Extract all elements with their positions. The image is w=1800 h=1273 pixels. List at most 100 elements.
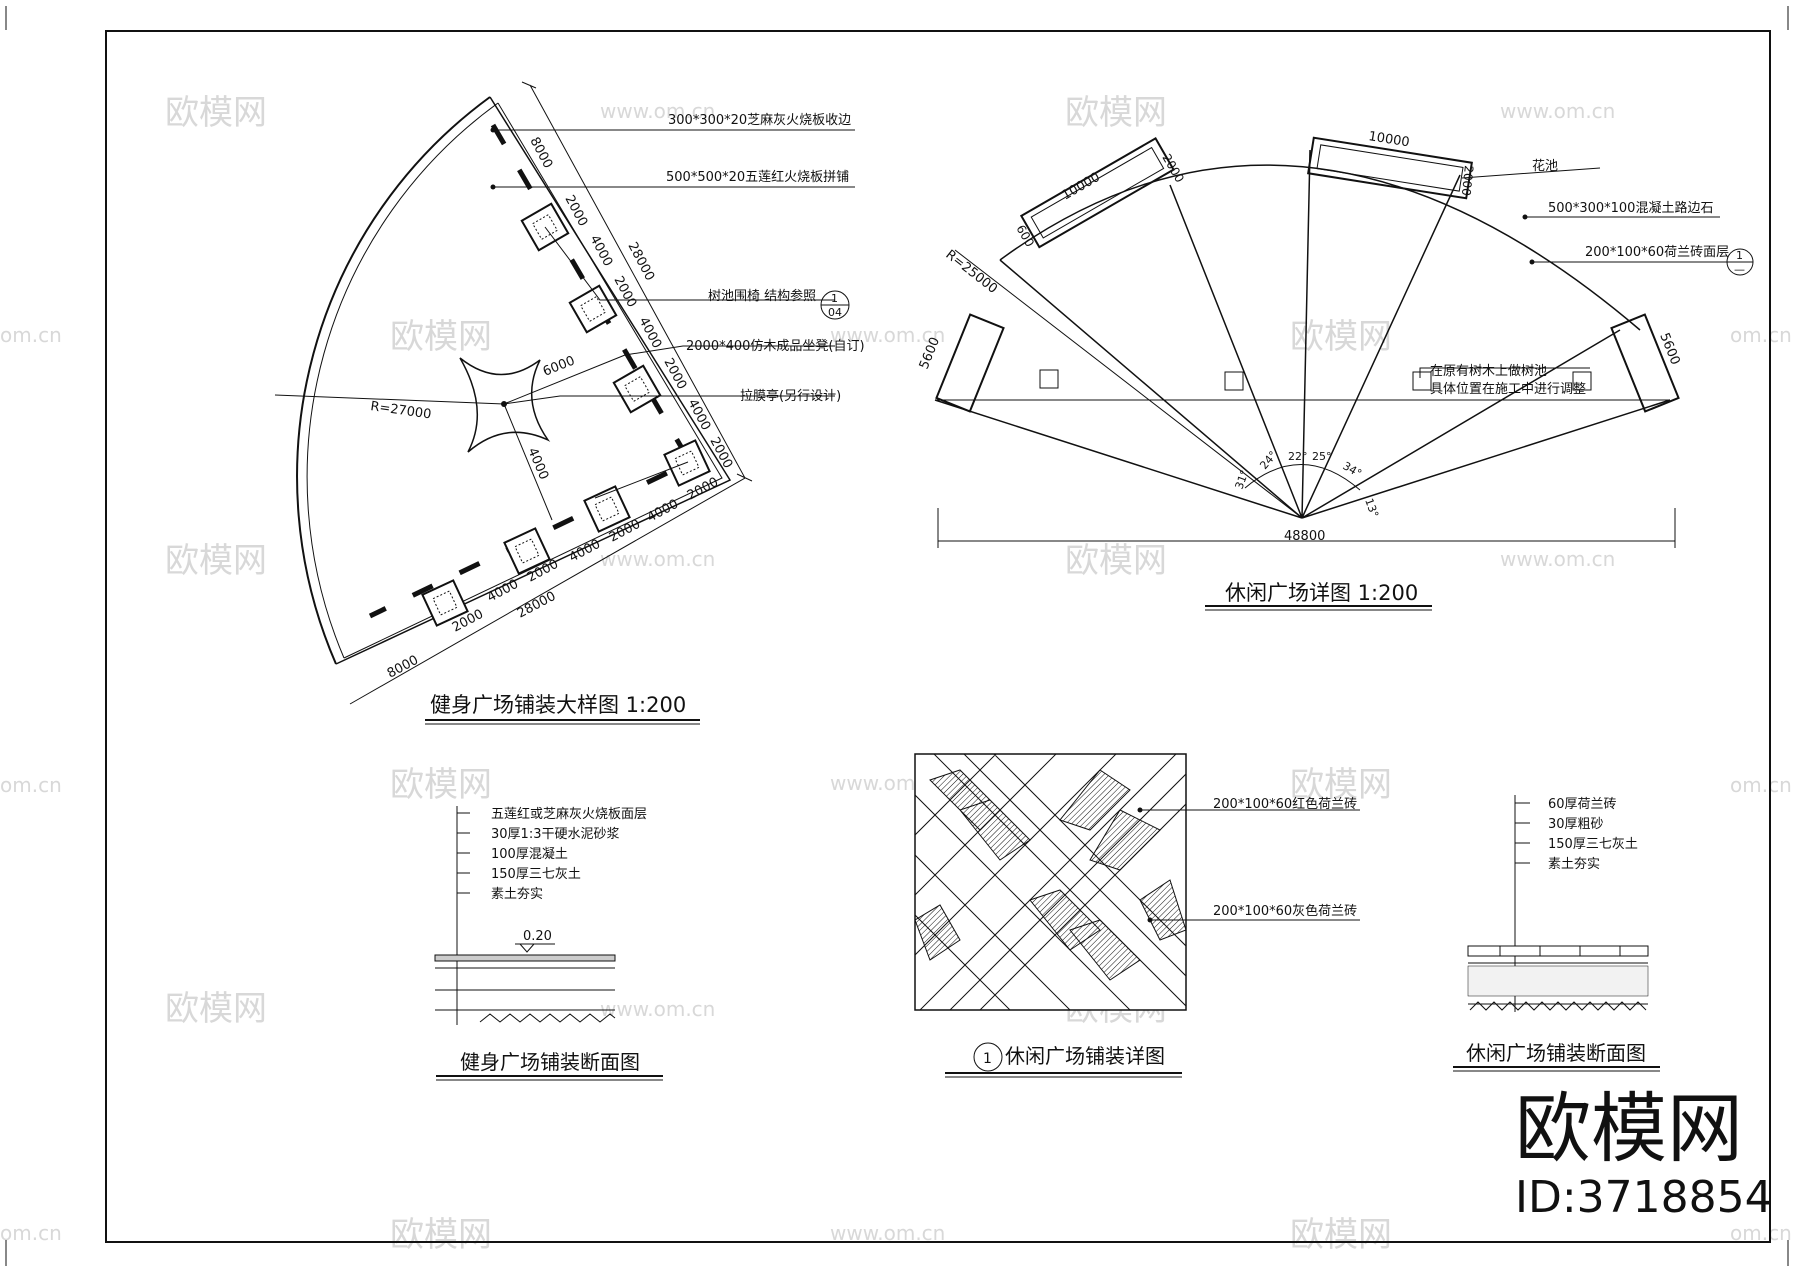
watermark-edge: om.cn [0, 1221, 62, 1245]
tree-pit [612, 364, 662, 414]
drawing-frame [105, 30, 1771, 1243]
watermark-url: www.om.cn [600, 547, 715, 571]
callout-text: 500*500*20五莲红火烧板拼铺 [666, 169, 849, 185]
dim-text: 10000 [1060, 170, 1103, 204]
tree-pit-square [1224, 371, 1244, 391]
tree-pit-square [1039, 369, 1059, 389]
layer-text: 五莲红或芝麻灰火烧板面层 [491, 806, 647, 822]
fitness-radius: R=27000 [369, 399, 432, 422]
leisure-arc [999, 164, 1641, 331]
watermark-url: www.om.cn [600, 99, 715, 123]
watermark: 欧模网 [1065, 93, 1167, 133]
dim-text: 4000 [567, 537, 603, 566]
ref-sheet: — [1734, 263, 1745, 276]
fitness-section: 五莲红或芝麻灰火烧板面层 30厚1:3干硬水泥砂浆 100厚混凝土 150厚三七… [434, 806, 663, 1081]
callout-text: 300*300*20芝麻灰火烧板收边 [668, 112, 851, 128]
callout-text: 2000*400仿木成品坐凳(自订) [686, 338, 865, 354]
layer-text: 60厚荷兰砖 [1548, 797, 1617, 812]
watermark-edge: om.cn [1730, 773, 1792, 797]
watermark: 欧模网 [1290, 317, 1392, 357]
flower-bed [1307, 136, 1473, 200]
callout-text: 200*100*60荷兰砖面层 [1585, 245, 1729, 260]
layer-text: 30厚粗砂 [1548, 817, 1604, 832]
overall-dim-line [937, 508, 1676, 548]
leisure-section-title: 休闲广场铺装断面图 [1466, 1041, 1646, 1065]
callout-text: 树池围椅 结构参照 [708, 288, 816, 304]
elevation-text: 0.20 [523, 929, 552, 944]
dim-text: 600 [1013, 223, 1037, 250]
detail-number-circle [973, 1042, 1003, 1072]
angle-text: 22° [1288, 450, 1308, 463]
soil-hatch [479, 1013, 616, 1023]
dim-text: 8000 [385, 653, 421, 682]
fitness-plaza-plan: R=27000 6000 4000 8000 28000 2000 4000 2… [274, 81, 865, 725]
brand-id: ID:3718854 [1515, 1172, 1773, 1223]
layer-text: 150厚三七灰土 [491, 867, 581, 882]
dim-text: 28000 [624, 240, 657, 284]
layer-text: 素土夯实 [491, 887, 543, 902]
layer-leaders [457, 812, 470, 894]
tree-pit [421, 579, 469, 627]
dim-text: 4000 [586, 233, 615, 269]
watermark: 欧模网 [1065, 541, 1167, 581]
callout-text: 200*100*60灰色荷兰砖 [1213, 903, 1357, 919]
brand-logo: 欧模网 [1515, 1084, 1743, 1173]
callout-leader [1419, 167, 1735, 378]
dim-text: 2000 [561, 193, 590, 229]
paving-detail: 200*100*60红色荷兰砖 200*100*60灰色荷兰砖 1 休闲广场铺装… [914, 753, 1360, 1078]
leisure-radius: R=25000 [943, 247, 1001, 297]
flower-bed [1610, 313, 1680, 413]
leisure-plan-title: 休闲广场详图 1:200 [1225, 581, 1418, 605]
watermark-layer: 欧模网 欧模网 欧模网 欧模网 欧模网 欧模网 欧模网 欧模网 欧模网 欧模网 … [0, 93, 1792, 1255]
dim-text: 2000 [610, 274, 639, 310]
watermark: 欧模网 [390, 1215, 492, 1255]
fitness-edge [335, 96, 732, 665]
fan-lines [934, 149, 1671, 519]
ref-number: 1 [831, 292, 838, 305]
tree-pit-square [1412, 371, 1432, 391]
angle-text: 34° [1341, 459, 1364, 480]
watermark-url: www.om.cn [1500, 99, 1615, 123]
grey-brick-pattern [915, 879, 1186, 961]
paving-detail-title: 休闲广场铺装详图 [1005, 1044, 1165, 1068]
membrane-pavilion [459, 357, 551, 453]
dim-text: 4000 [485, 577, 521, 606]
watermark: 欧模网 [390, 317, 492, 357]
watermark: 欧模网 [1290, 1215, 1392, 1255]
dim-text: 4000 [645, 497, 681, 526]
callout-text: 花池 [1532, 158, 1558, 174]
watermark-url: www.om.cn [600, 997, 715, 1021]
layer-text: 100厚混凝土 [491, 846, 568, 862]
callout-leader [1140, 809, 1360, 921]
red-brick-pattern [929, 769, 1161, 981]
layer-text: 30厚1:3干硬水泥砂浆 [491, 827, 619, 842]
callout-text: 具体位置在施工中进行调整 [1430, 382, 1586, 397]
watermark: 欧模网 [165, 93, 267, 133]
callout-text: 500*300*100混凝土路边石 [1548, 200, 1713, 216]
overall-dim: 48800 [1284, 529, 1325, 544]
radius-line [274, 354, 689, 521]
seat-line [368, 123, 694, 619]
callout-text: 拉膜亭(另行设计) [740, 388, 841, 404]
fitness-plan-title: 健身广场铺装大样图 1:200 [430, 693, 686, 717]
watermark: 欧模网 [390, 765, 492, 805]
tree-pit-square [1572, 371, 1592, 391]
angle-text: 25° [1312, 450, 1332, 463]
watermark: 欧模网 [165, 541, 267, 581]
fitness-arc [296, 96, 491, 665]
tree-pit [503, 527, 551, 575]
callout-text: 200*100*60红色荷兰砖 [1213, 796, 1357, 812]
angle-text: 31° [1233, 468, 1252, 491]
layer-text: 150厚三七灰土 [1548, 837, 1638, 852]
watermark-edge: om.cn [1730, 323, 1792, 347]
dim-text: 4000 [635, 315, 664, 351]
angle-text: 13° [1362, 497, 1381, 520]
dim-text: 2000 [1459, 165, 1476, 197]
flower-bed [935, 313, 1005, 413]
leisure-plaza-plan: 10000 10000 2000 2000 600 5600 5600 R=25… [917, 129, 1754, 611]
watermark-url: www.om.cn [1500, 547, 1615, 571]
dim-text: 8000 [526, 135, 555, 171]
layer-text: 素土夯实 [1548, 857, 1600, 872]
dim-text: 28000 [515, 589, 559, 622]
